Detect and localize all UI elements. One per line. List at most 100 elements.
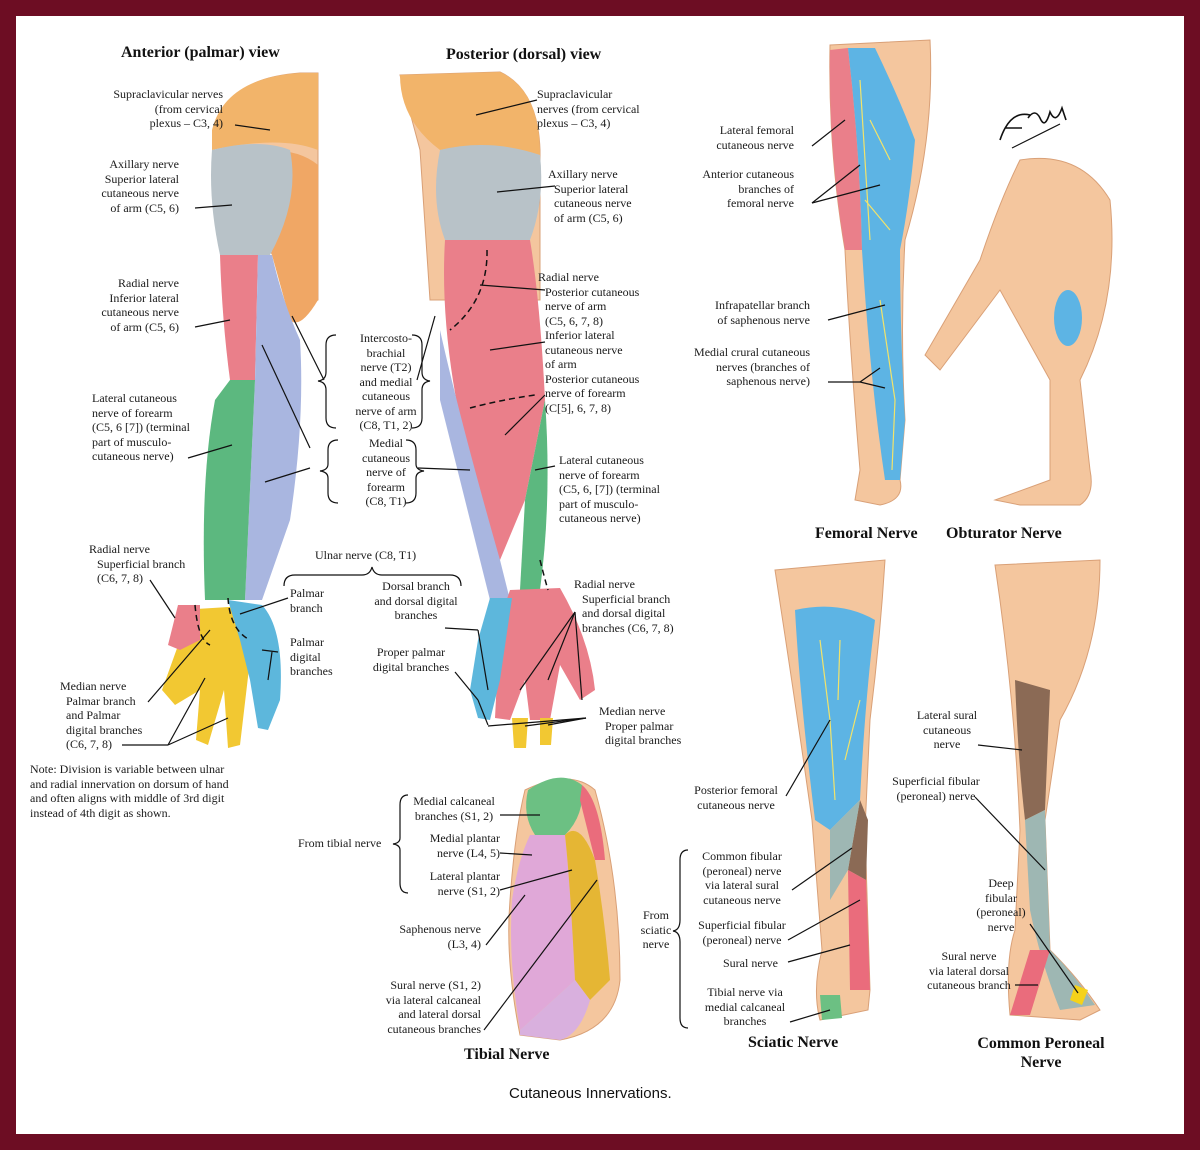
label-palmar-branch: Palmar branch: [290, 586, 324, 615]
label-line: nerve of arm: [545, 299, 607, 313]
label-line: digital branches: [605, 733, 682, 747]
label-line: and medial: [359, 374, 413, 389]
label-line: and Palmar: [66, 708, 121, 722]
lateral-femoral-region: [829, 48, 862, 250]
label-line: nerves (from cervical: [537, 101, 640, 116]
label-line: Lateral femoral: [719, 123, 794, 137]
note-line: and often aligns with middle of 3rd digi…: [30, 791, 225, 805]
label-line: femoral nerve: [727, 196, 794, 210]
label-line: (peroneal) nerve: [702, 863, 782, 878]
label-line: saphenous nerve): [726, 374, 810, 388]
ulnar-hand-region: [228, 600, 281, 730]
label-line: (peroneal): [976, 905, 1026, 919]
label-line: From: [642, 908, 669, 922]
label-line: (peroneal) nerve: [896, 788, 976, 803]
label-line: Supraclavicular: [537, 87, 613, 101]
label-lateral-femoral: Lateral femoral cutaneous nerve: [716, 123, 794, 152]
label-medial-forearm: Medial cutaneous nerve of forearm (C8, T…: [346, 436, 426, 509]
label-line: nerve of forearm: [92, 405, 173, 420]
label-anterior-cutaneous: Anterior cutaneous branches of femoral n…: [702, 167, 794, 211]
label-line: Median nerve: [599, 704, 666, 718]
anatomy-illustration: .skin{fill:#f4c69e;stroke:#d9a077;stroke…: [122, 39, 1113, 1041]
anterior-view-heading: Anterior (palmar) view: [121, 44, 280, 61]
anterior-arm-figure: [162, 72, 319, 748]
label-line: (C6, 7, 8): [66, 737, 112, 751]
label-line: and dorsal digital: [582, 606, 666, 620]
label-radial-superficial-anterior: Radial nerve Superficial branch (C6, 7, …: [89, 542, 185, 586]
label-line: Radial nerve: [118, 276, 179, 290]
label-line: medial calcaneal: [704, 999, 786, 1014]
medial-calcaneal-region: [526, 777, 583, 835]
peroneal-leg-figure: [994, 559, 1101, 1021]
label-line: (peroneal) nerve: [702, 932, 782, 947]
obturator-region: [1054, 290, 1082, 346]
label-line: Common fibular: [702, 849, 782, 863]
sciatic-leg-figure: [774, 559, 886, 1021]
label-intercostobrachial: Intercosto- brachial nerve (T2) and medi…: [336, 331, 436, 433]
label-line: (C8, T1, 2): [359, 418, 413, 432]
note-text: Note: Division is variable between ulnar…: [30, 762, 229, 820]
label-deep-fibular: Deep fibular (peroneal) nerve: [966, 876, 1036, 934]
label-line: Medial crural cutaneous: [694, 345, 810, 359]
label-median-anterior: Median nerve Palmar branch and Palmar di…: [60, 679, 142, 752]
label-radial-posterior: Radial nerve Posterior cutaneous nerve o…: [538, 270, 639, 415]
label-line: of arm (C5, 6): [110, 319, 179, 334]
label-line: branches: [394, 608, 438, 622]
label-line: nerve (S1, 2): [437, 883, 500, 898]
label-line: Axillary nerve: [109, 157, 179, 171]
tibial-nerve-heading: Tibial Nerve: [464, 1046, 550, 1063]
label-line: Proper palmar: [605, 718, 674, 733]
deep-fibular-region: [1070, 985, 1088, 1005]
label-line: (C6, 7, 8): [97, 571, 143, 585]
obturator-leg-figure: [924, 157, 1113, 506]
label-line: nerve (T2): [360, 360, 412, 374]
label-line: Sural nerve (S1, 2): [390, 978, 481, 992]
label-lateral-forearm-anterior: Lateral cutaneous nerve of forearm (C5, …: [92, 391, 190, 464]
label-tibial-sciatic: Tibial nerve via medial calcaneal branch…: [690, 985, 800, 1029]
radial-hand-region-anterior: [168, 605, 200, 650]
label-line: nerves (branches of: [716, 359, 810, 374]
label-line: Superficial fibular: [698, 918, 786, 932]
note-line: and radial innervation on dorsum of hand: [30, 776, 229, 791]
label-line: Supraclavicular nerves: [113, 87, 223, 101]
label-line: cutaneous: [923, 722, 971, 737]
label-line: branches: [290, 664, 333, 678]
label-infrapatellar: Infrapatellar branch of saphenous nerve: [715, 298, 810, 327]
lateral-sural-sciatic-region: [848, 800, 868, 880]
lateral-forearm-region-anterior: [203, 380, 255, 600]
label-supraclavicular-posterior: Supraclavicular nerves (from cervical pl…: [537, 87, 640, 131]
label-line: cutaneous branches: [387, 1021, 481, 1036]
label-line: via lateral calcaneal: [385, 992, 481, 1007]
label-line: Dorsal branch: [382, 579, 450, 593]
label-from-sciatic: From sciatic nerve: [628, 908, 684, 952]
label-line: Deep: [988, 876, 1014, 890]
sural-sole-region: [580, 785, 605, 860]
label-line: Radial nerve: [89, 542, 150, 556]
leader-lines: [122, 99, 1079, 1031]
label-line: nerve of forearm: [545, 386, 626, 400]
label-line: cutaneous nerve: [703, 892, 781, 907]
label-dorsal-branch: Dorsal branch and dorsal digital branche…: [366, 579, 466, 623]
label-line: Intercosto-: [360, 331, 412, 345]
femoral-nerve-heading: Femoral Nerve: [815, 525, 918, 542]
label-line: of saphenous nerve: [717, 312, 810, 327]
label-line: cutaneous nerve: [101, 186, 179, 200]
label-line: Palmar branch: [66, 693, 136, 708]
lateral-forearm-region-posterior: [520, 400, 548, 590]
label-line: (C5, 6, 7, 8): [545, 313, 603, 328]
label-line: cutaneous nerve: [554, 196, 632, 210]
note-line: Note: Division is variable between ulnar: [30, 762, 225, 776]
label-line: digital branches: [372, 659, 450, 674]
label-line: Inferior lateral: [109, 290, 179, 305]
label-line: brachial: [366, 345, 406, 360]
label-line: cutaneous nerve): [559, 511, 641, 525]
label-line: nerve: [987, 919, 1015, 934]
label-line: Lateral sural: [916, 708, 978, 722]
tibial-heel-region: [820, 995, 842, 1020]
label-sural-sciatic: Sural nerve: [723, 956, 778, 970]
label-axillary-anterior: Axillary nerve Superior lateral cutaneou…: [101, 157, 179, 215]
label-proper-palmar-anterior: Proper palmar digital branches: [361, 645, 461, 674]
label-lateral-sural: Lateral sural cutaneous nerve: [904, 708, 990, 752]
label-line: (C[5], 6, 7, 8): [545, 400, 611, 415]
label-line: forearm: [367, 479, 405, 494]
